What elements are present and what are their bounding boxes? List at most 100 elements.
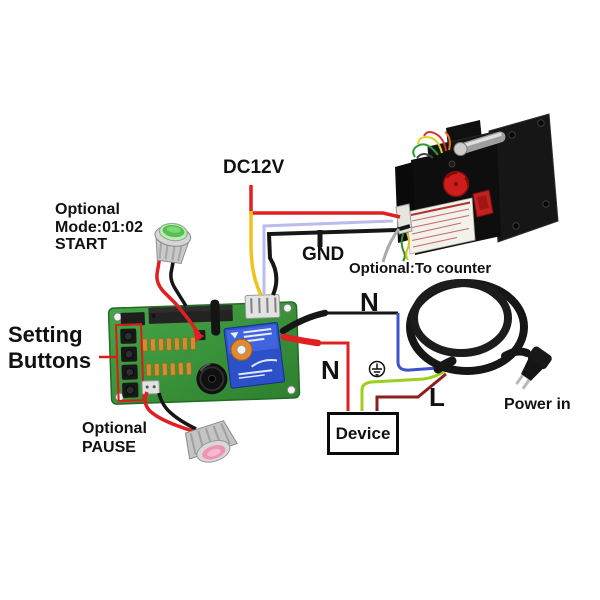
relay-text-line bbox=[238, 374, 265, 379]
gnd-label: GND bbox=[302, 244, 345, 265]
harness-wire-dark bbox=[416, 153, 434, 159]
plug-body bbox=[521, 357, 544, 381]
cord-loop bbox=[410, 279, 512, 357]
relay-logo bbox=[230, 332, 239, 339]
resistor-row bbox=[142, 337, 196, 352]
pause-button bbox=[184, 420, 238, 463]
skirt-ridge bbox=[189, 433, 197, 456]
spec-label-line bbox=[411, 214, 470, 229]
spec-label-line bbox=[411, 222, 462, 235]
dial-mark bbox=[464, 177, 470, 187]
resistor bbox=[150, 338, 156, 352]
pause-label: Optional PAUSE bbox=[82, 419, 147, 457]
connector-pin bbox=[266, 297, 269, 313]
pause-connector bbox=[141, 380, 160, 395]
timer-control-board bbox=[107, 293, 301, 405]
cord-to-plug bbox=[501, 347, 531, 360]
wire-signal-lavender bbox=[262, 219, 394, 294]
button-cap-highlight bbox=[166, 226, 181, 233]
coin-slot-bar bbox=[455, 131, 506, 155]
buzzer-highlight bbox=[199, 362, 211, 372]
plate-screw-hole bbox=[537, 119, 545, 127]
resistor bbox=[162, 363, 168, 376]
relay-swoosh bbox=[250, 359, 278, 368]
start-wire-red bbox=[155, 255, 201, 335]
ground-circle bbox=[368, 360, 386, 378]
pigtail-green bbox=[400, 233, 406, 262]
relay bbox=[223, 321, 285, 389]
mount-hole bbox=[286, 385, 296, 395]
plug-prong bbox=[515, 374, 524, 386]
capacitor-cylinder bbox=[210, 299, 221, 336]
pause-wire-red bbox=[143, 391, 194, 433]
coin-acceptor bbox=[395, 113, 559, 262]
wire-dc12v-red bbox=[249, 185, 401, 219]
buzzer-hole bbox=[207, 374, 216, 383]
power-in-label: Power in bbox=[504, 396, 571, 413]
mode-start-line1: Optional bbox=[55, 201, 120, 218]
connector-pin bbox=[274, 297, 277, 313]
wire-live-to-device-red bbox=[316, 341, 350, 411]
connector-pin bbox=[145, 385, 149, 389]
plug-shoulder bbox=[527, 346, 552, 370]
to-counter-label: Optional:To counter bbox=[349, 260, 492, 277]
tact-button-cap bbox=[125, 385, 135, 395]
start-wire-arrowhead bbox=[193, 329, 204, 342]
pause-line1: Optional bbox=[82, 420, 147, 437]
coin-slot-end bbox=[453, 142, 468, 156]
mode-start-label: Optional Mode:01:02 START bbox=[55, 201, 143, 254]
coin-slot-highlight bbox=[459, 132, 502, 149]
resistor-row bbox=[146, 362, 192, 377]
spec-label-line bbox=[412, 236, 458, 248]
resistor bbox=[174, 337, 180, 351]
buzzer bbox=[196, 362, 228, 395]
plug-prong bbox=[521, 378, 531, 390]
live-label: L bbox=[429, 382, 445, 412]
tact-button-cap bbox=[124, 349, 134, 359]
setting-line2: Buttons bbox=[8, 347, 92, 373]
spec-label-line bbox=[411, 208, 470, 222]
relay-output-wire-red bbox=[280, 333, 322, 347]
wire-neutral-blue bbox=[396, 313, 439, 372]
screw-head bbox=[448, 160, 456, 168]
relay-text-line bbox=[244, 337, 265, 343]
relay-text-line bbox=[238, 369, 273, 376]
resistor bbox=[178, 362, 184, 376]
wire-gnd-black bbox=[266, 224, 411, 296]
spec-label-line bbox=[411, 227, 470, 242]
harness-wire-orange bbox=[444, 131, 451, 151]
relay-output-wire-black bbox=[279, 309, 329, 335]
start-wire-black bbox=[169, 256, 188, 307]
resistor bbox=[146, 363, 152, 377]
spec-label-header bbox=[410, 201, 471, 216]
harness-wire-yellow bbox=[417, 135, 443, 154]
start-button bbox=[154, 222, 192, 265]
board-power-connector bbox=[244, 293, 281, 319]
pause-wire-black bbox=[157, 392, 197, 431]
resistor bbox=[166, 337, 172, 351]
harness-wire-green bbox=[412, 143, 439, 158]
ic-notch bbox=[151, 313, 156, 318]
resistor bbox=[186, 362, 192, 375]
plate-screw-hole bbox=[512, 222, 520, 230]
dial-center bbox=[454, 182, 458, 186]
wire-dc12v-yellow bbox=[249, 211, 263, 296]
pause-line2: PAUSE bbox=[82, 439, 136, 457]
cord-end bbox=[433, 356, 457, 374]
neutral-left-label: N bbox=[321, 355, 340, 385]
setting-buttons-highlight-box bbox=[114, 323, 145, 403]
plate-screw-hole bbox=[542, 200, 550, 208]
device-label: Device bbox=[335, 423, 391, 443]
skirt-ridge bbox=[220, 423, 231, 445]
pigtail-yellow bbox=[405, 232, 410, 261]
resistor bbox=[158, 338, 164, 351]
setting-line1: Setting bbox=[8, 322, 83, 347]
connector-pin bbox=[152, 385, 156, 389]
power-cord bbox=[406, 279, 552, 390]
connector-housing bbox=[141, 380, 160, 395]
harness-wire-red bbox=[423, 131, 447, 152]
dc12v-label: DC12V bbox=[223, 157, 285, 178]
dial-mark bbox=[446, 171, 458, 179]
relay-text-line bbox=[243, 332, 272, 338]
